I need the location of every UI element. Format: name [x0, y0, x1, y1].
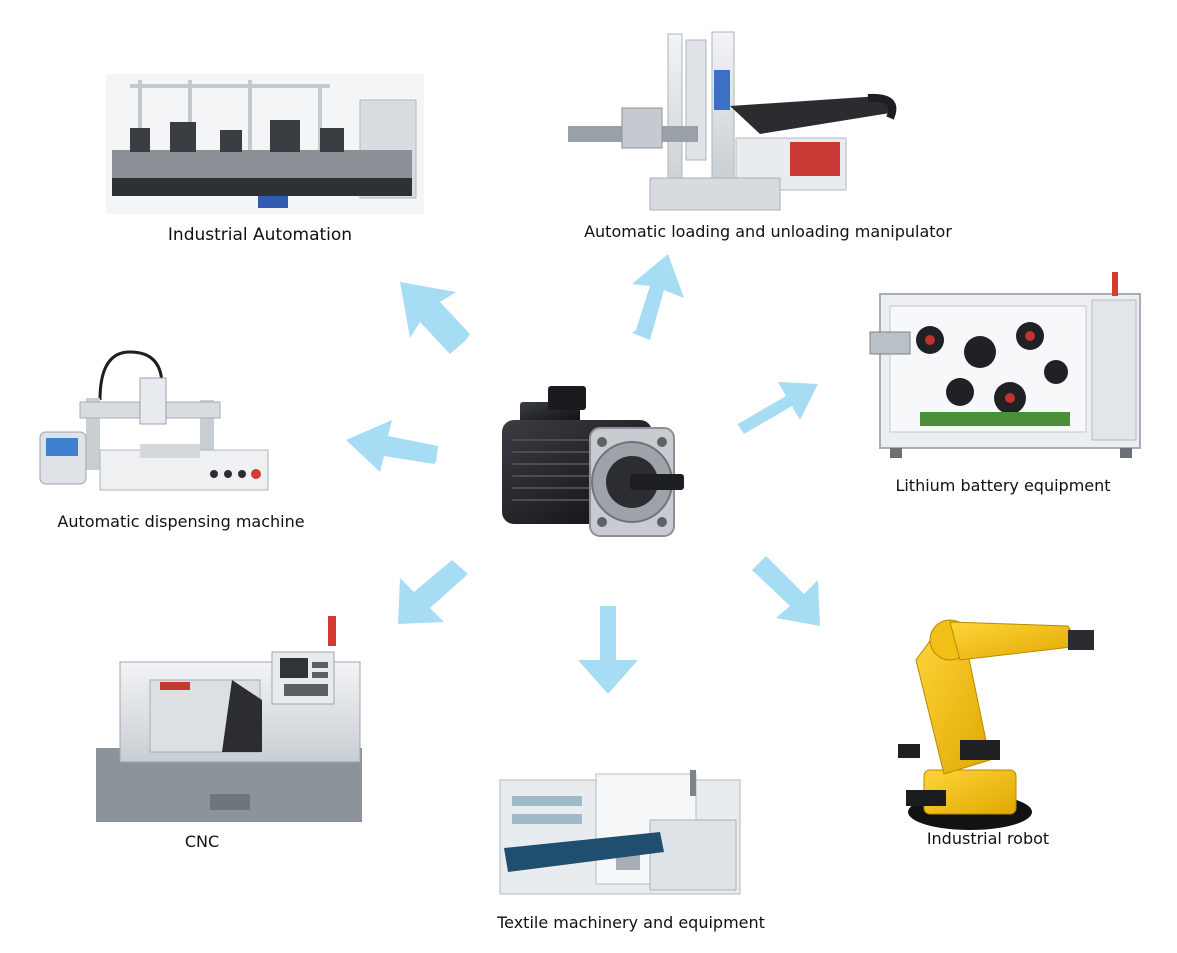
cnc-lathe-icon [96, 616, 362, 822]
textile-machine-icon [499, 770, 741, 895]
servo-motor-icon [502, 386, 684, 537]
assembly-line-icon [106, 74, 424, 214]
label-lithium-battery: Lithium battery equipment [895, 476, 1111, 495]
label-cnc: CNC [184, 832, 220, 851]
label-loading-manipulator: Automatic loading and unloading manipula… [584, 222, 952, 241]
arrow-to-textile-machinery [578, 606, 638, 694]
arrow-to-lithium-battery [736, 382, 818, 434]
label-dispensing-machine: Automatic dispensing machine [57, 512, 305, 531]
label-textile-machinery: Textile machinery and equipment [497, 913, 765, 932]
label-industrial-robot: Industrial robot [926, 829, 1050, 848]
arrow-to-cnc [398, 560, 468, 624]
arrow-to-dispensing-machine [346, 420, 438, 472]
arrow-to-industrial-robot [752, 556, 820, 626]
arrow-to-loading-manipulator [632, 254, 684, 340]
arrows [346, 254, 820, 694]
dispensing-machine-icon [39, 350, 269, 491]
robot-arm-icon [898, 619, 1094, 830]
battery-machine-icon [869, 272, 1141, 458]
manipulator-icon [568, 31, 897, 211]
label-industrial-automation: Industrial Automation [167, 225, 353, 245]
arrow-to-industrial-automation [400, 282, 470, 354]
